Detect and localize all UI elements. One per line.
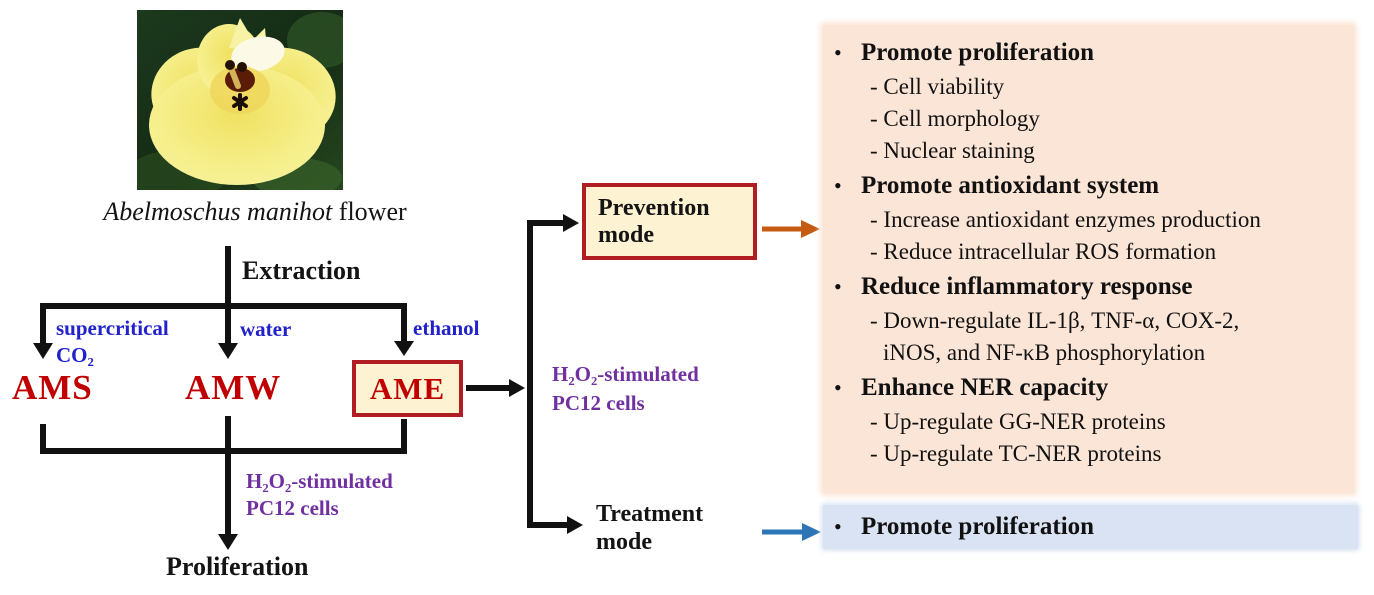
solvent-supercritical-line1: supercritical [56,316,169,340]
outcome-sub: - Down-regulate IL-1β, TNF-α, COX-2, [870,308,1240,333]
extraction-label: Extraction [242,256,361,285]
flower [149,18,336,185]
outcome-sub: - Up-regulate GG-NER proteins [870,409,1166,434]
cells-mid-line2: PC12 cells [552,391,645,415]
solvent-supercritical-line2: CO₂ [56,343,94,367]
flower-center-star [232,93,248,111]
prevention-result-arrow [762,220,820,238]
outcome-sub-continuation: iNOS, and NF-κB phosphorylation [883,340,1206,365]
outcome-sub: - Increase antioxidant enzymes productio… [870,207,1261,232]
prevention-mode-label: Prevention mode [598,194,710,248]
outcome-title: •Enhance NER capacity [831,369,1348,406]
cells-left-line1: H₂O₂-stimulated [246,469,393,493]
prevention-outcomes-panel: •Promote proliferation - Cell viability … [823,25,1354,493]
outcome-sub: - Nuclear staining [870,138,1035,163]
extract-amw: AMW [185,368,282,407]
extract-ame-box: AME [352,360,463,417]
ame-to-branch-arrow [466,379,525,397]
extract-ame: AME [369,370,446,406]
prevention-mode-box: Prevention mode [582,183,757,260]
outcome-sub: - Cell morphology [870,106,1040,131]
bullet-icon: • [834,173,842,198]
flower-photo [137,10,343,190]
proliferation-label: Proliferation [166,552,309,581]
bullet-icon: • [834,274,842,299]
bullet-icon: • [834,375,842,400]
outcome-title: •Promote antioxidant system [831,167,1348,204]
outcome-sub: - Cell viability [870,74,1005,99]
treatment-outcome-panel: •Promote proliferation [823,505,1358,549]
caption-rest: flower [332,197,407,226]
cells-mid-line1: H₂O₂-stimulated [552,362,699,386]
extract-ams: AMS [12,368,93,407]
species-name: Abelmoschus manihot [103,197,333,226]
solvent-ethanol: ethanol [413,316,480,340]
outcome-sub: - Reduce intracellular ROS formation [870,239,1217,264]
cells-left-line2: PC12 cells [246,496,339,520]
cells-label-mid: H₂O₂-stimulated PC12 cells [552,360,699,418]
treatment-mode-label: Treatment mode [596,501,704,555]
treatment-result-arrow [762,523,821,541]
bullet-icon: • [834,40,842,65]
outcome-title: •Reduce inflammatory response [831,268,1348,305]
cells-label-left: H₂O₂-stimulated PC12 cells [246,468,393,522]
outcome-sub: - Up-regulate TC-NER proteins [870,441,1162,466]
bullet-icon: • [834,514,842,539]
solvent-water: water [240,317,292,341]
outcome-title: •Promote proliferation [831,34,1348,71]
flower-caption: Abelmoschus manihot flower [55,197,455,227]
treatment-outcome-title: •Promote proliferation [831,514,1094,539]
